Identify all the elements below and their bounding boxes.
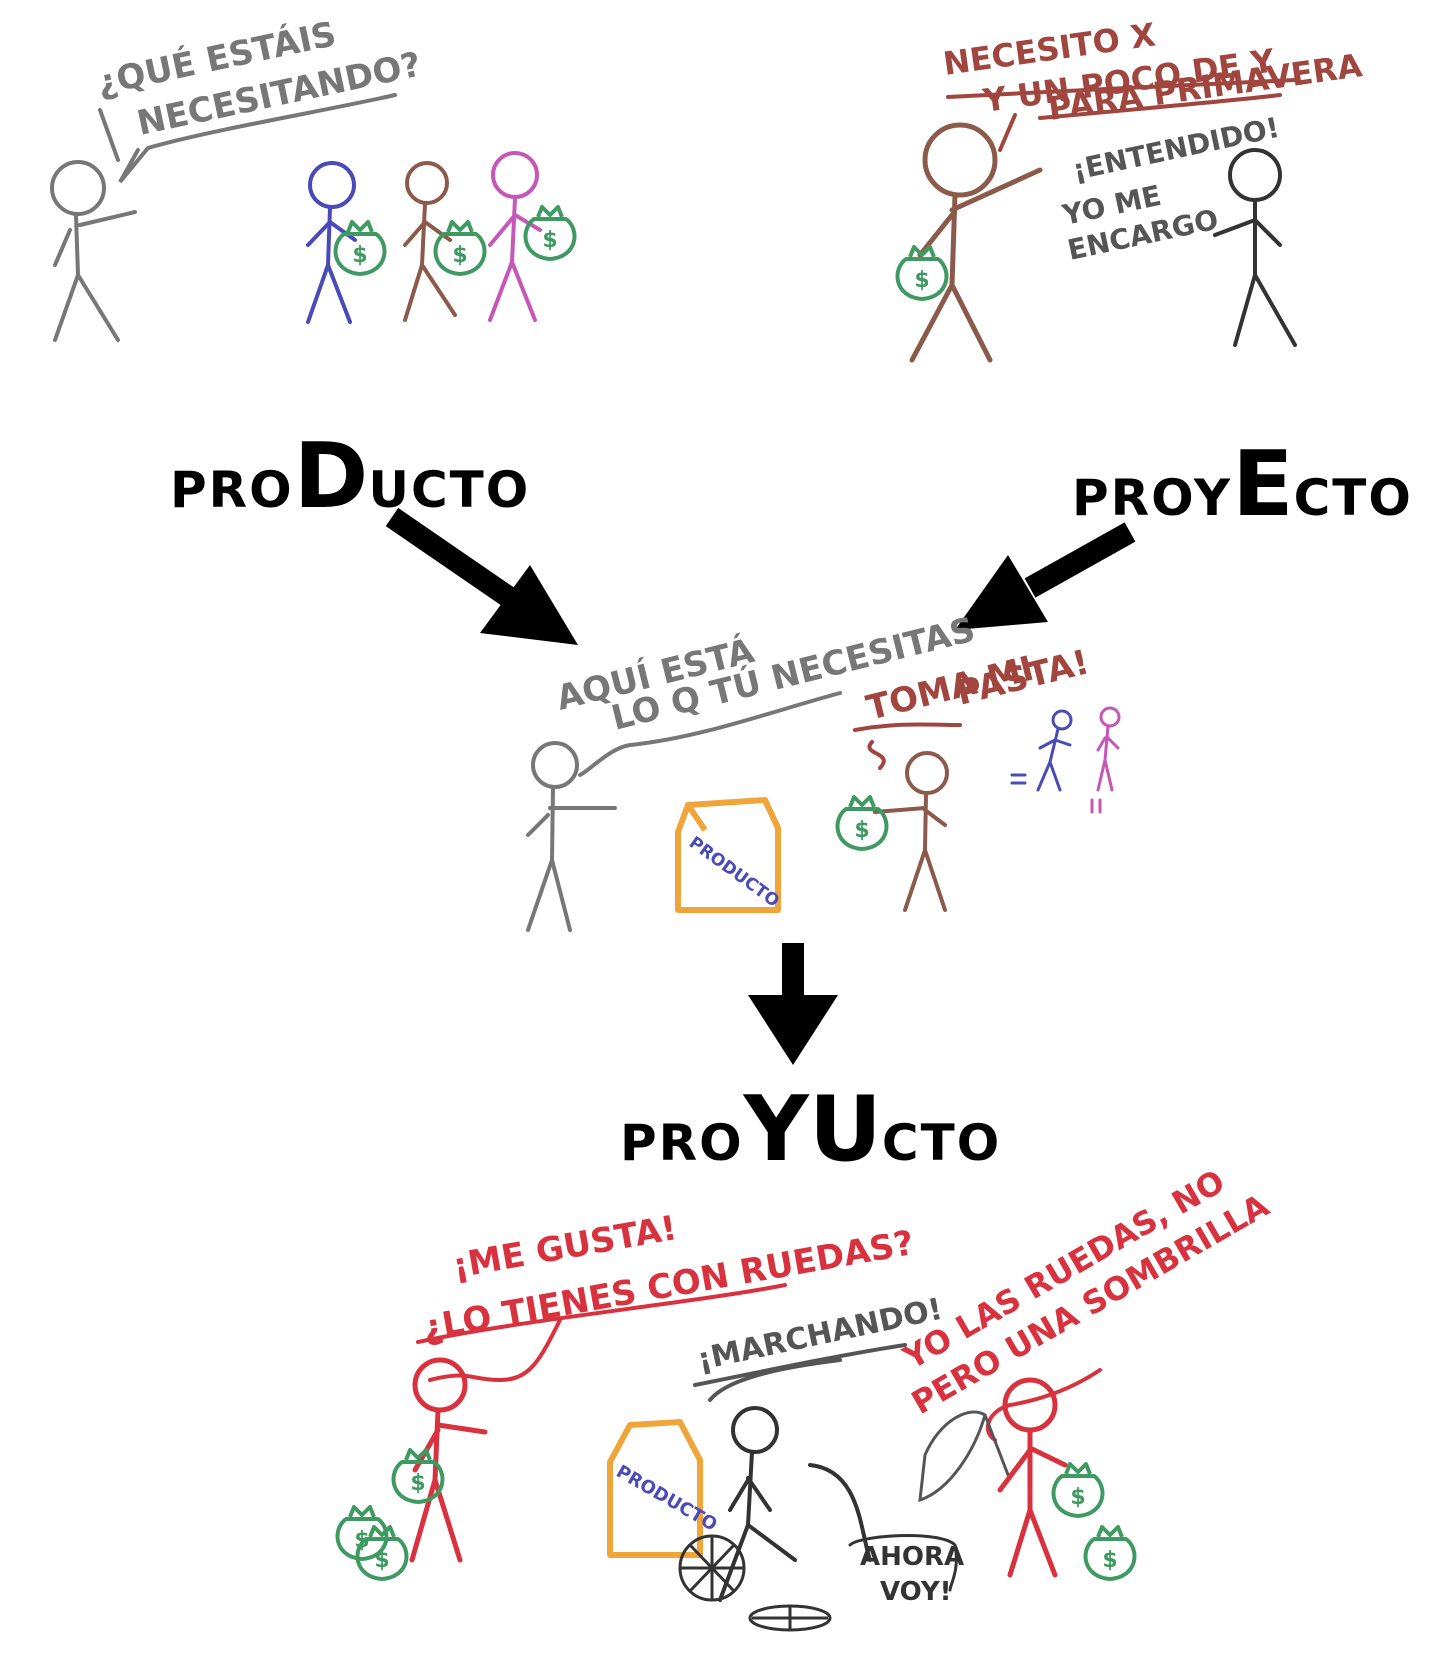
stick-figure-seller-grey [50, 160, 137, 342]
stick-figure-seller-grey [526, 741, 617, 932]
word-proyecto-highlight: E [1232, 432, 1294, 537]
speech-bubble-question: ¿QUÉ ESTÁIS NECESITANDO? [93, 13, 425, 184]
wheel-icon [678, 1534, 746, 1602]
stick-figure-buyer-brown [873, 751, 949, 912]
arrow-icon [955, 522, 1136, 630]
stick-figure-magenta [488, 151, 542, 322]
word-proyucto-highlight: YU [743, 1077, 882, 1182]
word-proyecto-prefix: PROY [1072, 469, 1233, 527]
box-label: PRODUCTO [685, 833, 783, 912]
box-icon: PRODUCTO [607, 1419, 721, 1558]
stick-figure-client-brown [909, 122, 1043, 363]
word-producto-suffix: UCTO [368, 461, 531, 519]
stick-figure-running-magenta [1090, 706, 1121, 814]
worker-speech: ¡MARCHANDO! [694, 1292, 945, 1378]
word-proyecto-suffix: CTO [1293, 469, 1413, 527]
wheel-icon [748, 1604, 832, 1632]
stick-figure-client2-red [997, 1377, 1068, 1578]
panel-proyecto: NECESITO X Y UN POCO DE Y PARA PRIMAVERA… [895, 15, 1365, 363]
money-bag-icon [835, 795, 889, 851]
word-producto-highlight: D [293, 424, 369, 529]
money-bag-icon [523, 205, 577, 261]
panel-merge: AQUÍ ESTÁ LO Q TÚ NECESITAS TOMA MI PAST… [526, 609, 1121, 932]
money-bag-icon [433, 220, 487, 276]
money-bag-icon [1051, 1462, 1105, 1518]
client2-speech-line-2: PERO UNA SOMBRILLA [905, 1186, 1275, 1422]
worker2-speech-line-2: VOY! [880, 1577, 952, 1607]
stick-figure-brown [403, 161, 457, 322]
arrow-icon [748, 943, 838, 1065]
stick-figure-running-blue [1010, 709, 1073, 792]
money-bag-icon [895, 245, 949, 301]
panel-proyucto: ¡ME GUSTA! ¿LO TIENES CON RUEDAS? ¡MARCH… [335, 1162, 1275, 1632]
word-producto-prefix: PRO [170, 461, 294, 519]
umbrella-icon [918, 1410, 1012, 1503]
stick-figure-provider-dark [1213, 148, 1297, 347]
word-proyucto-suffix: CTO [881, 1114, 1002, 1172]
stick-figure-client-red [409, 1357, 488, 1563]
money-bag-icon [1083, 1525, 1137, 1581]
word-proyecto: PROYECTO [1072, 440, 1413, 530]
panel-producto: ¿QUÉ ESTÁIS NECESITANDO? [50, 13, 577, 342]
word-proyucto-prefix: PRO [620, 1114, 744, 1172]
box-icon: PRODUCTO [675, 797, 783, 913]
word-proyucto: PROYUCTO [620, 1085, 1001, 1175]
stick-figure-worker-dark [718, 1406, 872, 1602]
worker2-speech-line-1: AHORA [860, 1542, 964, 1572]
word-producto: PRODUCTO [170, 432, 530, 522]
box-label: PRODUCTO [613, 1461, 721, 1536]
arrow-icon [385, 507, 578, 645]
stick-figure-blue [306, 161, 357, 324]
